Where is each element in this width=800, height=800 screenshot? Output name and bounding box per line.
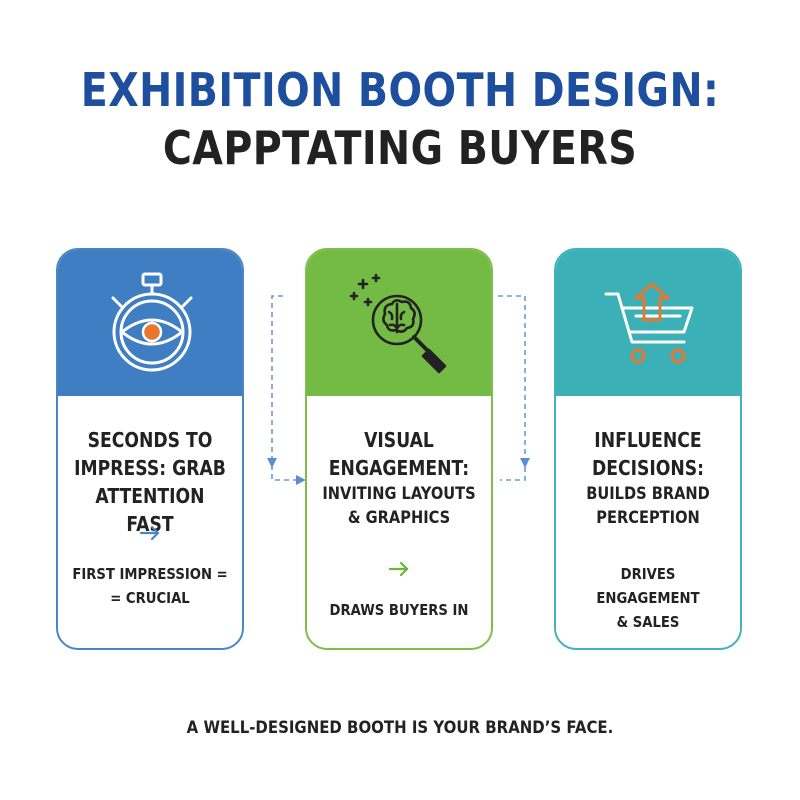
card-2-detail: DRAWS BUYERS IN bbox=[318, 598, 480, 622]
title-line-2: CAPPTATING BUYERS bbox=[162, 121, 638, 175]
card-3-header bbox=[556, 250, 740, 396]
card-3-sub-line: PERCEPTION bbox=[596, 508, 700, 528]
connector-1-2 bbox=[271, 295, 296, 481]
card-3-heading-line: DECISIONS: bbox=[591, 456, 705, 480]
card-1-header bbox=[58, 250, 242, 396]
card-1-detail: FIRST IMPRESSION = = CRUCIAL bbox=[69, 562, 231, 610]
card-visual-engagement: VISUAL ENGAGEMENT: INVITING LAYOUTS & GR… bbox=[305, 248, 493, 650]
connector-2-3 bbox=[498, 295, 526, 481]
connector-arrowhead-1 bbox=[267, 458, 277, 468]
card-3-heading-line: INFLUENCE bbox=[594, 428, 702, 452]
card-2-heading: VISUAL ENGAGEMENT: bbox=[320, 426, 478, 482]
card-3-detail-line: & SALES bbox=[616, 613, 680, 631]
footer-tagline: A WELL-DESIGNED BOOTH IS YOUR BRAND’S FA… bbox=[186, 718, 614, 738]
card-2-detail-line: DRAWS BUYERS IN bbox=[329, 601, 469, 619]
card-2-header bbox=[307, 250, 491, 396]
card-3-heading: INFLUENCE DECISIONS: bbox=[569, 426, 727, 482]
card-seconds-to-impress: SECONDS TO IMPRESS: GRAB ATTENTION FAST … bbox=[56, 248, 244, 650]
card-1-heading-line: ATTENTION FAST bbox=[95, 484, 205, 536]
card-1-heading-line: SECONDS TO bbox=[87, 428, 213, 452]
right-arrow-icon bbox=[307, 561, 491, 581]
card-1-detail-line: FIRST IMPRESSION = bbox=[72, 565, 228, 583]
card-2-sub-line: & GRAPHICS bbox=[347, 508, 451, 528]
card-3-detail-line: DRIVES ENGAGEMENT bbox=[596, 565, 700, 607]
connector-arrowhead-3 bbox=[520, 458, 530, 468]
connector-arrowhead-2 bbox=[296, 475, 306, 485]
card-1-heading: SECONDS TO IMPRESS: GRAB ATTENTION FAST bbox=[71, 426, 229, 538]
card-2-sub-line: INVITING LAYOUTS bbox=[322, 484, 476, 504]
title-line-1: EXHIBITION BOOTH DESIGN: bbox=[80, 63, 720, 117]
card-1-detail-line: = CRUCIAL bbox=[110, 589, 190, 607]
card-1-heading-line: IMPRESS: GRAB bbox=[74, 456, 226, 480]
card-2-subheading: INVITING LAYOUTS & GRAPHICS bbox=[320, 482, 478, 530]
card-3-subheading: BUILDS BRAND PERCEPTION bbox=[569, 482, 727, 530]
cart-upload-icon bbox=[604, 282, 694, 364]
card-3-detail: DRIVES ENGAGEMENT & SALES bbox=[567, 562, 729, 634]
card-3-sub-line: BUILDS BRAND bbox=[586, 484, 710, 504]
stopwatch-eye-icon bbox=[111, 272, 193, 372]
right-arrow-icon bbox=[58, 525, 242, 545]
card-influence-decisions: INFLUENCE DECISIONS: BUILDS BRAND PERCEP… bbox=[554, 248, 742, 650]
brain-magnifier-icon bbox=[349, 273, 447, 374]
card-2-heading-line: VISUAL bbox=[364, 428, 434, 452]
card-2-heading-line: ENGAGEMENT: bbox=[328, 456, 470, 480]
